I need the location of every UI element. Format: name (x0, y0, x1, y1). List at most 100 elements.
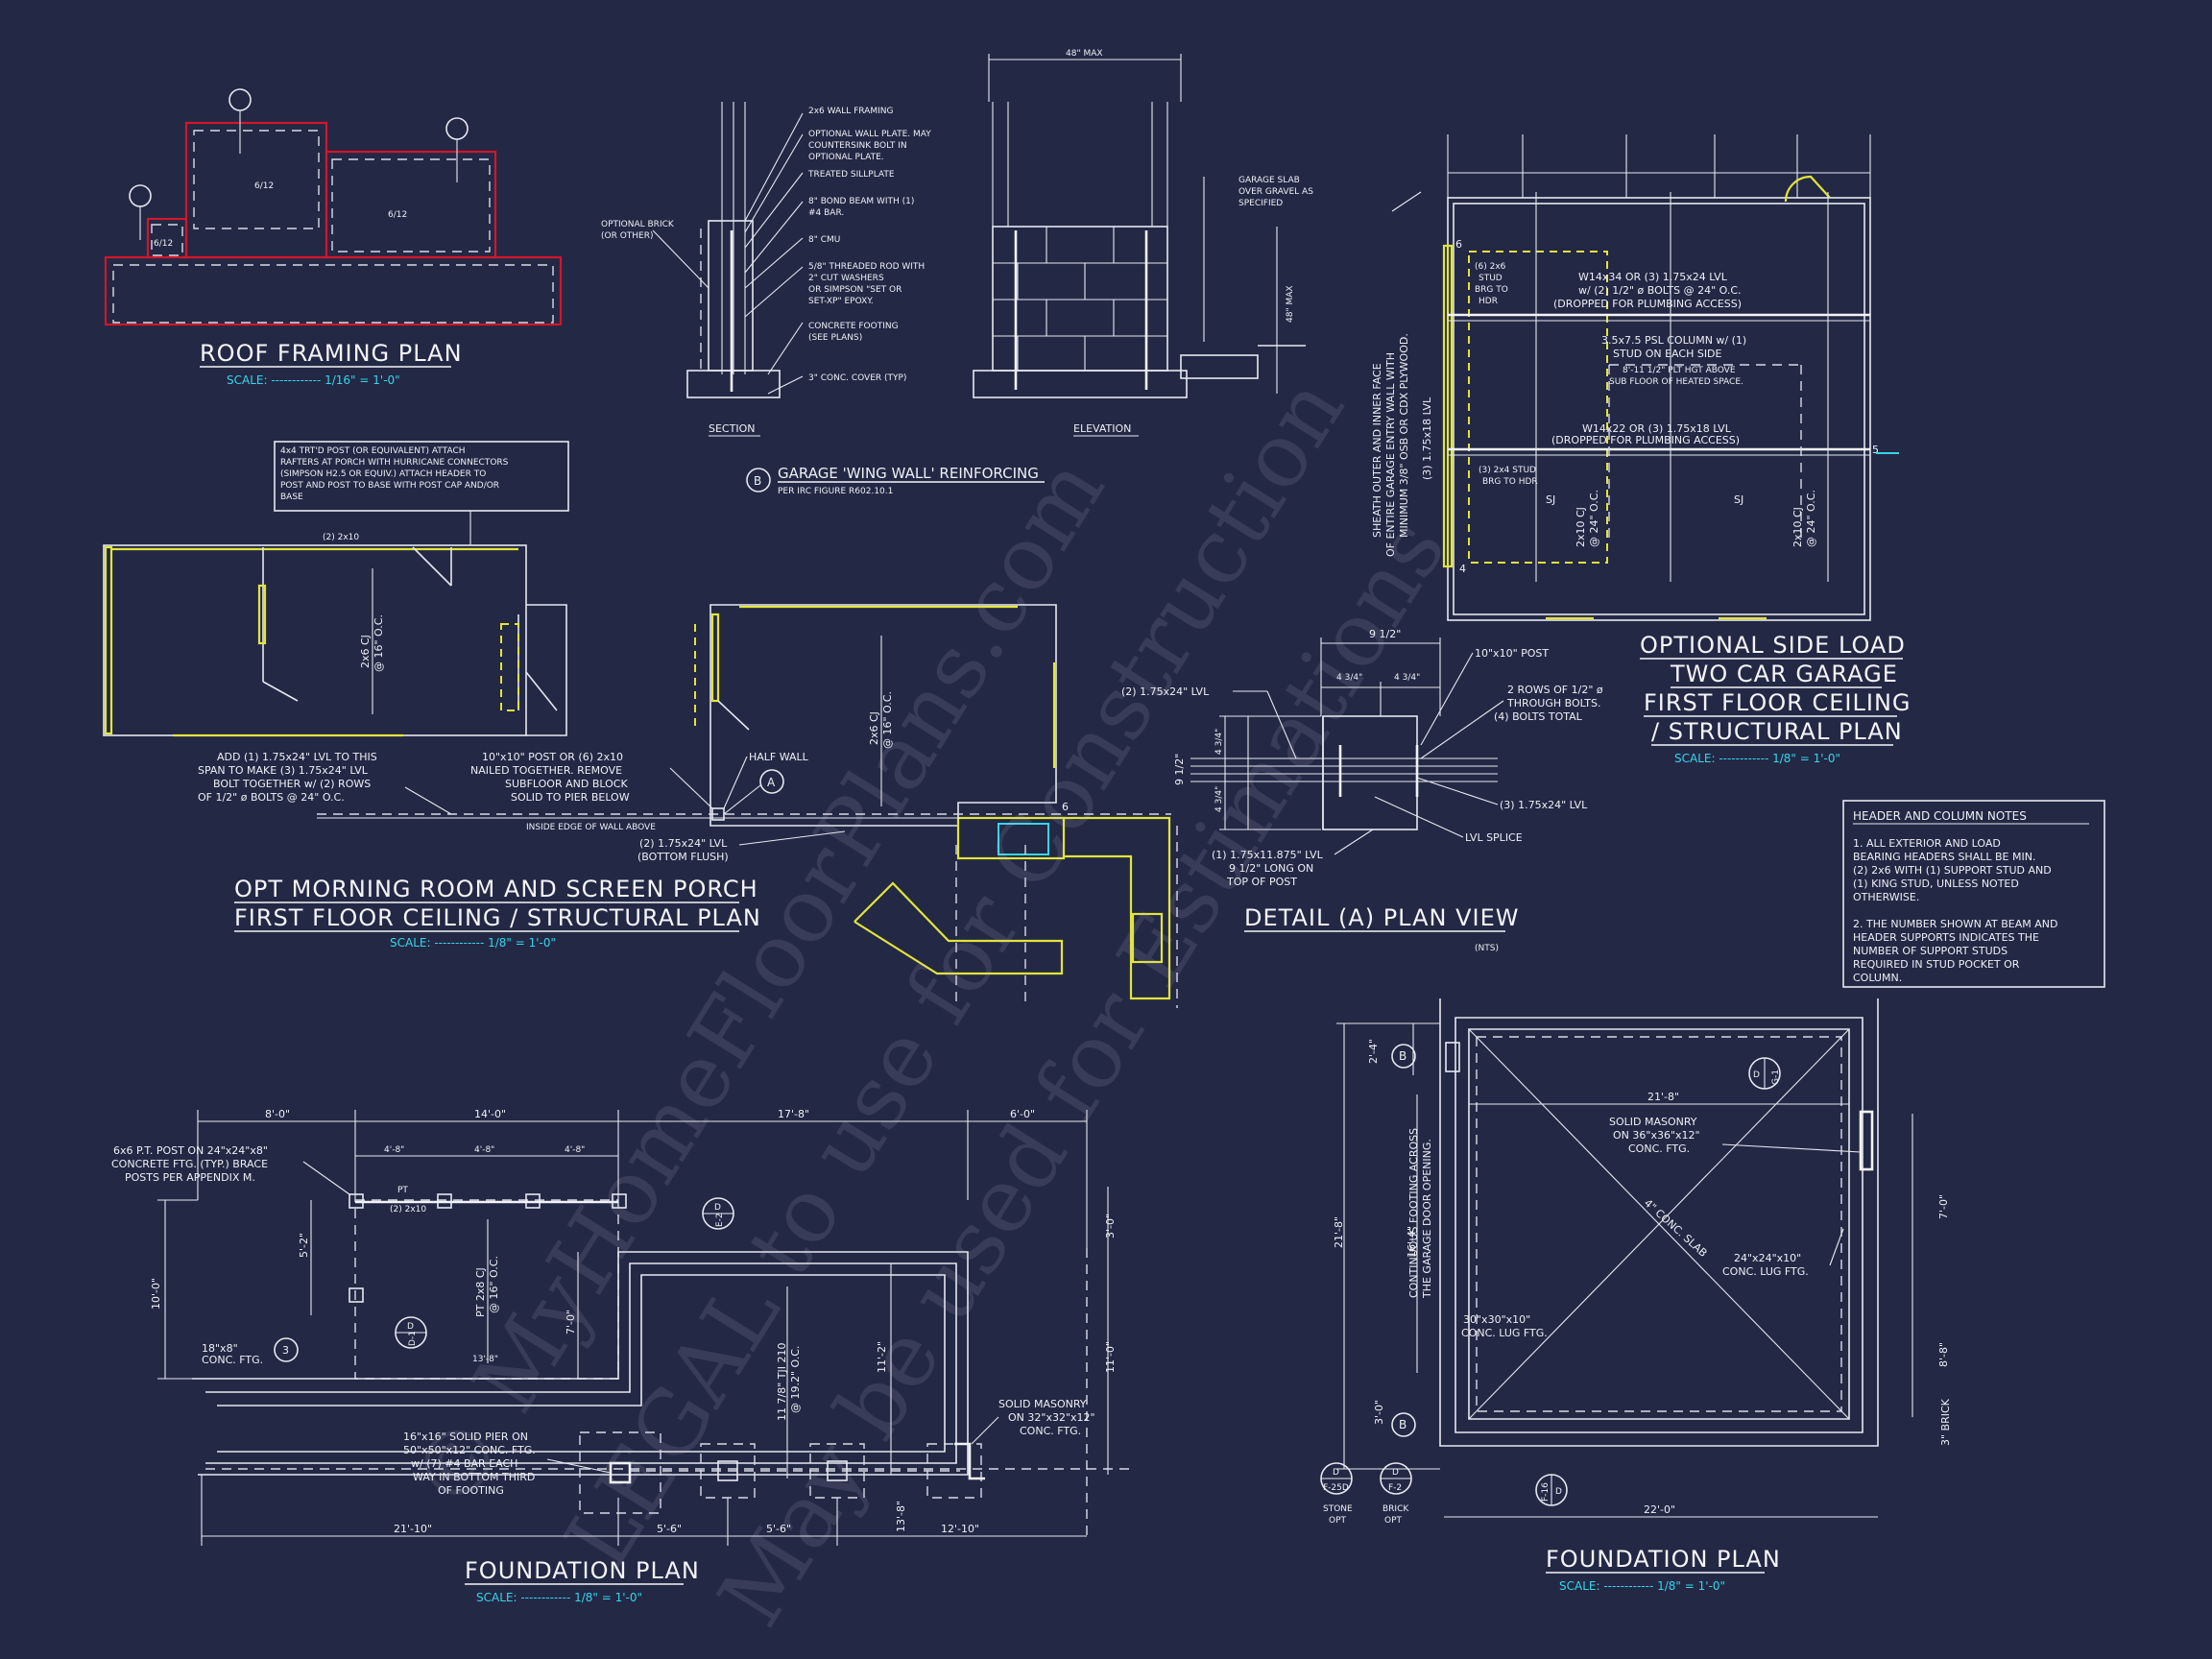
roof-framing-title: ROOF FRAMING PLAN (200, 340, 463, 367)
svg-text:OPT: OPT (1384, 1516, 1403, 1526)
svg-text:4'-8": 4'-8" (565, 1145, 585, 1155)
svg-text:6: 6 (1455, 238, 1462, 251)
garage-lvl-vertical: (3) 1.75x18 LVL (1421, 397, 1433, 480)
lvl-note-2: SPAN TO MAKE (3) 1.75x24" LVL (198, 764, 369, 777)
wing-wall-max-dim: 48" MAX (1066, 49, 1103, 59)
svg-text:HDR: HDR (1479, 297, 1498, 306)
roof-pitch-1: 6/12 (254, 181, 274, 191)
lvl-note-3: BOLT TOGETHER w/ (2) ROWS (213, 778, 371, 790)
garage-title-3: FIRST FLOOR CEILING (1644, 689, 1911, 716)
svg-text:3'-0": 3'-0" (1104, 1214, 1117, 1238)
svg-text:D: D (1333, 1468, 1339, 1478)
detail-dim-b: 4 3/4" (1394, 673, 1420, 683)
svg-text:2x10 CJ: 2x10 CJ (1575, 507, 1587, 547)
svg-text:BRG TO HDR: BRG TO HDR (1482, 477, 1538, 487)
svg-text:WAY IN BOTTOM THIRD: WAY IN BOTTOM THIRD (413, 1471, 535, 1483)
section-label: SECTION (709, 422, 755, 435)
detail-post: 10"x10" POST (1475, 647, 1549, 660)
svg-text:ON 32"x32"x12": ON 32"x32"x12" (1008, 1411, 1095, 1424)
foundation-plan-left: 8'-0" 14'-0" 17'-8" 6'-0" 4'-8" 4'-8" 4'… (111, 1108, 1133, 1604)
svg-text:(2) 2x10: (2) 2x10 (390, 1205, 426, 1214)
svg-text:4" CONC. SLAB: 4" CONC. SLAB (1642, 1197, 1710, 1260)
svg-text:w/ (2) 1/2" ø BOLTS @ 24" O.C.: w/ (2) 1/2" ø BOLTS @ 24" O.C. (1578, 284, 1742, 297)
garage-title-2: TWO CAR GARAGE (1670, 661, 1898, 687)
svg-text:(2) 2x6 WITH (1) SUPPORT STUD: (2) 2x6 WITH (1) SUPPORT STUD AND (1853, 864, 2052, 877)
svg-text:@ 24" O.C.: @ 24" O.C. (1588, 490, 1600, 547)
svg-text:D-1: D-1 (408, 1331, 418, 1346)
svg-text:5'-6": 5'-6" (657, 1523, 682, 1535)
detail-lvl-small-1: (1) 1.75x11.875" LVL (1212, 849, 1324, 861)
svg-text:HEADER SUPPORTS INDICATES THE: HEADER SUPPORTS INDICATES THE (1853, 931, 2039, 944)
svg-text:13'-8": 13'-8" (895, 1501, 907, 1532)
svg-text:OTHERWISE.: OTHERWISE. (1853, 891, 1919, 903)
foundation-left-scale: SCALE: ------------ 1/8" = 1'-0" (476, 1591, 642, 1604)
svg-text:10'-0": 10'-0" (150, 1278, 162, 1310)
svg-text:LEGAL to use for Construction: LEGAL to use for Construction (545, 361, 1364, 1586)
porch-header: (2) 2x10 (323, 533, 359, 542)
svg-text:CONC. LUG FTG.: CONC. LUG FTG. (1722, 1265, 1809, 1278)
svg-text:5: 5 (1872, 444, 1879, 456)
porch-cj: 2x6 CJ (359, 635, 372, 668)
svg-text:(3) 2x4 STUD: (3) 2x4 STUD (1479, 466, 1536, 475)
foundation-right-scale: SCALE: ------------ 1/8" = 1'-0" (1559, 1579, 1725, 1593)
svg-text:BEARING HEADERS SHALL BE MIN.: BEARING HEADERS SHALL BE MIN. (1853, 851, 2035, 863)
post-note-5: BASE (280, 493, 303, 502)
svg-text:CONC. LUG FTG.: CONC. LUG FTG. (1461, 1327, 1548, 1339)
garage-scale: SCALE: ------------ 1/8" = 1'-0" (1674, 752, 1840, 765)
svg-text:21'-8": 21'-8" (1647, 1091, 1679, 1103)
roof-pitch-3: 6/12 (154, 239, 173, 249)
svg-text:STUD: STUD (1479, 274, 1503, 283)
svg-text:18"x8": 18"x8" (202, 1342, 238, 1355)
detail-dim-l1: 4 3/4" (1214, 729, 1224, 755)
detail-dim-top: 9 1/2" (1369, 628, 1401, 640)
svg-text:12'-10": 12'-10" (941, 1523, 979, 1535)
svg-text:2'-4": 2'-4" (1367, 1039, 1380, 1064)
foundation-right-title: FOUNDATION PLAN (1546, 1546, 1781, 1573)
svg-text:2x6 WALL FRAMING: 2x6 WALL FRAMING (808, 107, 893, 116)
lvl-below-2: (BOTTOM FLUSH) (637, 851, 729, 863)
svg-text:(DROPPED FOR PLUMBING ACCESS): (DROPPED FOR PLUMBING ACCESS) (1551, 434, 1740, 446)
svg-text:D: D (1392, 1468, 1399, 1478)
svg-text:SUB FLOOR OF HEATED SPACE.: SUB FLOOR OF HEATED SPACE. (1609, 377, 1743, 387)
morning-cj-spacing: @ 16" O.C. (881, 691, 894, 749)
svg-text:REQUIRED IN STUD POCKET OR: REQUIRED IN STUD POCKET OR (1853, 958, 2020, 971)
svg-text:SOLID MASONRY: SOLID MASONRY (998, 1398, 1087, 1410)
post-note2-3: SUBFLOOR AND BLOCK (505, 778, 628, 790)
svg-text:B: B (1399, 1418, 1407, 1431)
svg-text:(1) KING STUD, UNLESS NOTED: (1) KING STUD, UNLESS NOTED (1853, 878, 2019, 890)
svg-text:CONC. FTG.: CONC. FTG. (1628, 1142, 1690, 1155)
post-note-1: 4x4 TRT'D POST (OR EQUIVALENT) ATTACH (280, 446, 466, 456)
svg-text:BRG TO: BRG TO (1475, 285, 1508, 295)
svg-text:SJ: SJ (1734, 493, 1743, 506)
svg-text:#4 BAR.: #4 BAR. (808, 208, 844, 218)
svg-text:SHEATH OUTER AND INNER FACE: SHEATH OUTER AND INNER FACE (1371, 363, 1383, 538)
svg-text:COLUMN.: COLUMN. (1853, 972, 1902, 984)
svg-text:3" BRICK: 3" BRICK (1939, 1398, 1952, 1446)
svg-text:F-25D: F-25D (1323, 1483, 1349, 1493)
detail-bolts-1: 2 ROWS OF 1/2" ø (1507, 684, 1603, 696)
wing-wall-tag: B (754, 474, 761, 488)
garage-ceiling-plan: SHEATH OUTER AND INNER FACE OF ENTIRE GA… (1371, 134, 1911, 765)
morning-room-plan: 4x4 TRT'D POST (OR EQUIVALENT) ATTACH RA… (103, 441, 1178, 1008)
svg-text:POSTS PER APPENDIX M.: POSTS PER APPENDIX M. (125, 1171, 255, 1184)
detail-a-title: DETAIL (A) PLAN VIEW (1244, 904, 1520, 931)
svg-text:E-2: E-2 (715, 1213, 725, 1227)
svg-text:11 7/8" TJI 210: 11 7/8" TJI 210 (776, 1343, 788, 1421)
svg-text:STONE: STONE (1323, 1504, 1353, 1514)
svg-text:D: D (1753, 1070, 1760, 1080)
detail-lvl-right: (3) 1.75x24" LVL (1500, 799, 1588, 811)
svg-text:22'-0": 22'-0" (1644, 1503, 1675, 1516)
svg-text:8" CMU: 8" CMU (808, 235, 840, 245)
notes-title: HEADER AND COLUMN NOTES (1853, 809, 2027, 823)
detail-bolts-3: (4) BOLTS TOTAL (1494, 710, 1583, 723)
half-wall-label: HALF WALL (749, 751, 809, 763)
svg-text:13'-8": 13'-8" (472, 1355, 498, 1364)
morning-title-2: FIRST FLOOR CEILING / STRUCTURAL PLAN (234, 904, 761, 931)
svg-text:6x6 P.T. POST ON 24"x24"x8": 6x6 P.T. POST ON 24"x24"x8" (113, 1144, 268, 1157)
svg-text:CONC. FTG.: CONC. FTG. (1020, 1425, 1081, 1437)
svg-text:5/8" THREADED ROD WITH: 5/8" THREADED ROD WITH (808, 262, 925, 272)
svg-text:SOLID MASONRY: SOLID MASONRY (1609, 1116, 1697, 1128)
svg-text:THE GARAGE DOOR OPENING.: THE GARAGE DOOR OPENING. (1421, 1139, 1433, 1299)
svg-text:8'-0": 8'-0" (265, 1108, 290, 1120)
